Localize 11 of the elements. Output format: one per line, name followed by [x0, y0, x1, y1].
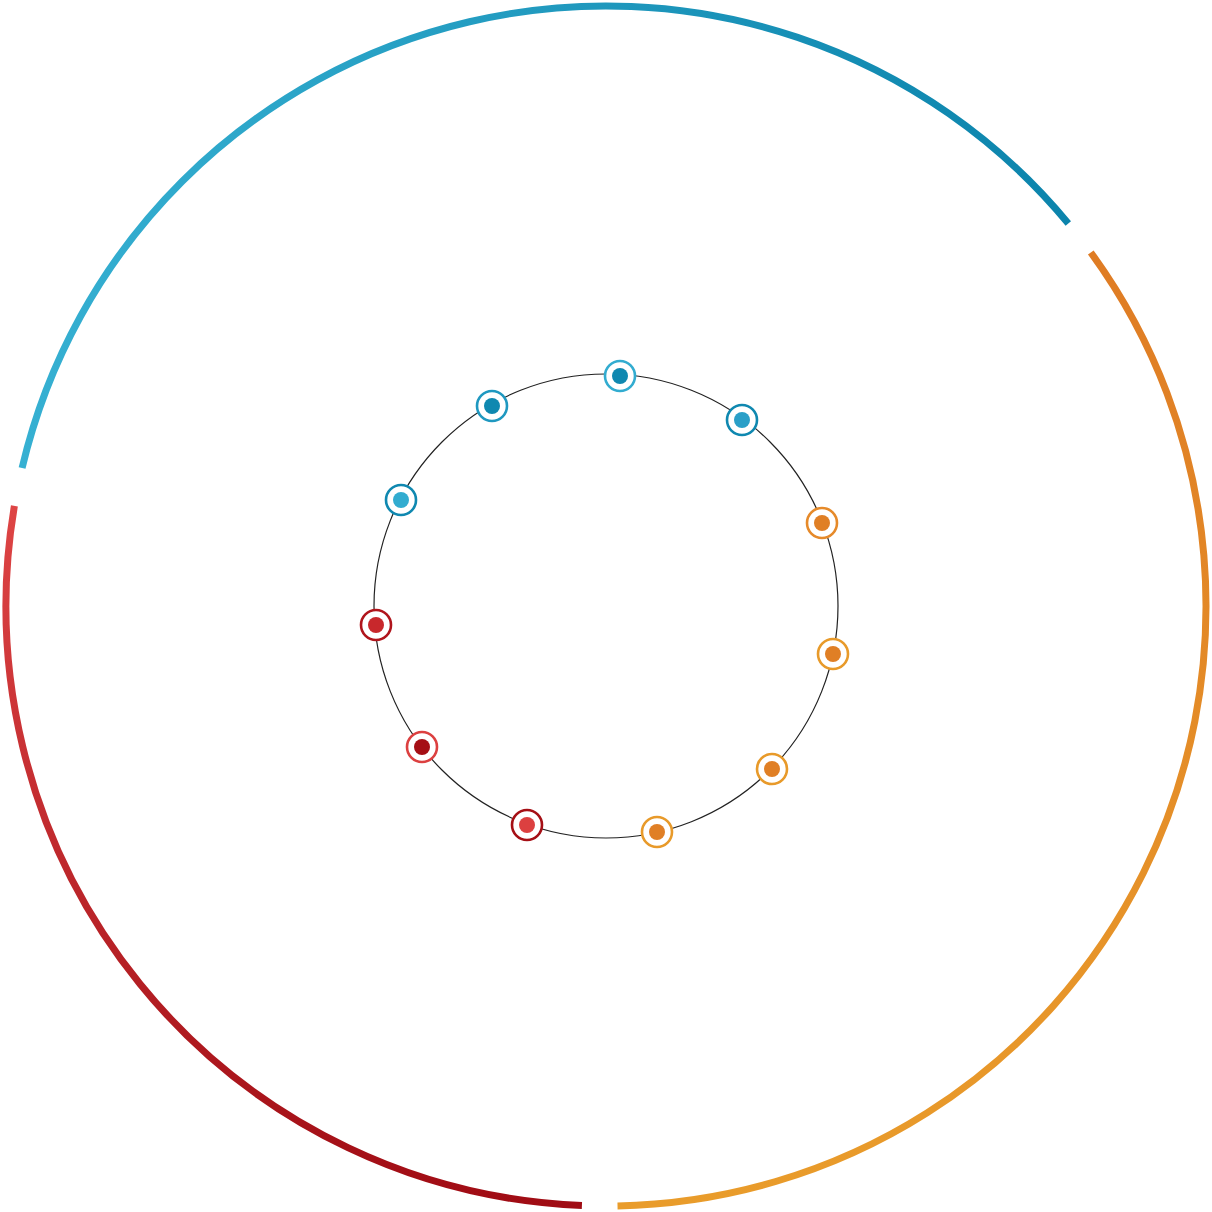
target-marker [383, 482, 419, 518]
target-marker [754, 751, 790, 787]
target-marker [602, 358, 638, 394]
target-marker [404, 729, 440, 765]
target-marker [815, 636, 851, 672]
target-marker [474, 388, 510, 424]
target-marker [358, 607, 394, 643]
target-marker [509, 807, 545, 843]
target-marker [724, 402, 760, 438]
target-marker [639, 814, 675, 850]
target-marker [804, 505, 840, 541]
